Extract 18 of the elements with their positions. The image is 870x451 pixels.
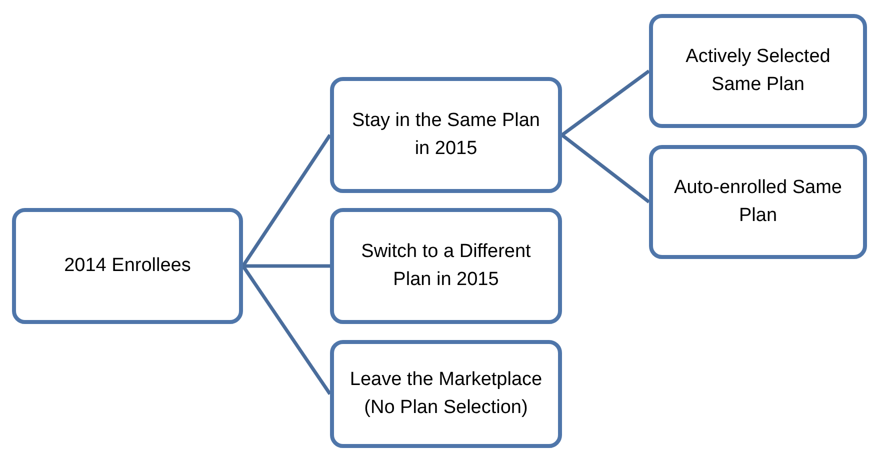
process-box bbox=[330, 340, 562, 448]
connector-line bbox=[242, 134, 332, 267]
connector-line bbox=[242, 265, 332, 395]
connector-line bbox=[243, 264, 330, 268]
process-box bbox=[649, 14, 867, 128]
node-label: Auto-enrolled Same Plan bbox=[673, 176, 843, 228]
process-box bbox=[649, 145, 867, 259]
process-box bbox=[330, 208, 562, 324]
node-label: Actively Selected Same Plan bbox=[684, 44, 832, 97]
node-label: Stay in the Same Plan in 2015 bbox=[351, 108, 541, 161]
node-label: (No Plan Selection) bbox=[364, 396, 528, 420]
node-label: Switch to a Different Plan in 2015 bbox=[360, 240, 532, 292]
connector-line bbox=[560, 134, 650, 204]
process-box bbox=[12, 208, 243, 324]
process-box bbox=[330, 77, 562, 193]
node-label: 2014 Enrollees bbox=[64, 254, 191, 278]
connector-line bbox=[560, 70, 650, 136]
node-label: Leave the Marketplace bbox=[350, 368, 542, 392]
